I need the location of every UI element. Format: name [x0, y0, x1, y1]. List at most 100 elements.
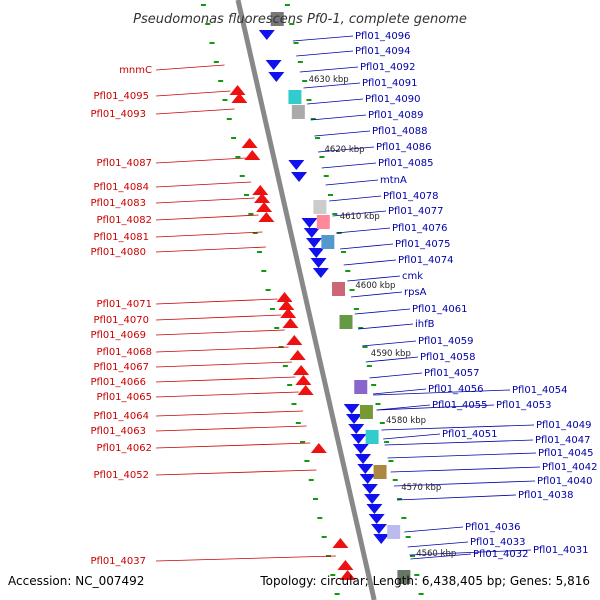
gene-block: [270, 12, 284, 26]
forward-gene-arrow: [256, 202, 273, 212]
left-gene-label: Pfl01_4071: [96, 299, 152, 310]
left-label-leader: [155, 181, 252, 188]
left-label-leader: [155, 376, 296, 383]
right-gene-label: Pfl01_4089: [368, 110, 424, 121]
left-label-leader: [155, 346, 289, 353]
dotted-track-left: [222, 99, 228, 101]
right-label-leader: [321, 162, 377, 169]
right-gene-label: Pfl01_4051: [442, 429, 498, 440]
dotted-track-left: [205, 23, 211, 25]
right-gene-label: Pfl01_4091: [362, 78, 418, 89]
forward-gene-arrow: [297, 385, 314, 395]
dotted-track-left: [200, 4, 206, 6]
reverse-gene-arrow: [357, 464, 374, 474]
left-label-leader: [155, 64, 225, 71]
right-label-leader: [325, 179, 379, 186]
reverse-gene-arrow: [258, 30, 275, 40]
right-label-leader: [384, 439, 534, 446]
gene-features: [229, 12, 411, 584]
right-label-leader: [336, 227, 391, 234]
left-gene-label: Pfl01_4095: [93, 91, 149, 102]
reverse-gene-arrow: [343, 404, 360, 414]
left-label-leader: [155, 391, 299, 398]
right-label-leader: [383, 433, 441, 440]
dotted-track-right: [418, 593, 424, 595]
left-gene-label: Pfl01_4067: [93, 362, 149, 373]
right-label-leader: [292, 35, 354, 42]
forward-gene-arrow: [339, 570, 356, 580]
right-label-leader: [314, 130, 371, 137]
gene-block: [332, 282, 346, 296]
dotted-track-right: [388, 460, 394, 462]
right-label-leader: [381, 424, 535, 431]
dotted-track-right: [340, 251, 346, 253]
right-label-leader: [397, 494, 517, 501]
reverse-gene-arrow: [312, 268, 329, 278]
left-gene-label: Pfl01_4064: [93, 411, 149, 422]
dotted-track-right: [397, 498, 403, 500]
gene-block: [359, 405, 373, 419]
gene-block: [339, 315, 353, 329]
forward-gene-arrow: [295, 375, 312, 385]
right-gene-label: Pfl01_4047: [535, 435, 591, 446]
dotted-track-left: [317, 517, 323, 519]
right-label-leader: [332, 210, 387, 217]
gene-block: [321, 235, 335, 249]
right-gene-label: Pfl01_4088: [372, 126, 428, 137]
gene-block: [387, 525, 401, 539]
right-label-leader: [372, 388, 427, 395]
right-label-leader: [390, 466, 541, 473]
reverse-gene-arrow: [352, 444, 369, 454]
right-gene-label: Pfl01_4042: [542, 462, 598, 473]
dotted-track-right: [319, 156, 325, 158]
dotted-track-right: [349, 289, 355, 291]
gene-block: [365, 430, 379, 444]
left-gene-label: Pfl01_4083: [90, 198, 146, 209]
right-gene-label: Pfl01_4059: [418, 336, 474, 347]
left-gene-label: Pfl01_4065: [96, 392, 152, 403]
dotted-track-left: [274, 327, 280, 329]
dotted-track-left: [300, 441, 306, 443]
left-gene-label: Pfl01_4069: [90, 330, 146, 341]
topology-text: Topology: circular; Length: 6,438,405 bp…: [259, 574, 590, 588]
dotted-track-right: [375, 403, 381, 405]
reverse-gene-arrow: [291, 172, 308, 182]
dotted-track-left: [231, 137, 237, 139]
kbp-scale-label: 4570 kbp: [401, 483, 441, 493]
gene-block: [316, 215, 330, 229]
dotted-track-left: [226, 118, 232, 120]
reverse-gene-arrow: [373, 534, 390, 544]
forward-gene-arrow: [254, 193, 271, 203]
left-label-leader: [155, 157, 246, 164]
reverse-gene-arrow: [364, 494, 381, 504]
right-gene-label: ihfB: [415, 319, 435, 330]
reverse-gene-arrow: [288, 160, 305, 170]
right-gene-label: Pfl01_4053: [496, 400, 552, 411]
forward-gene-arrow: [258, 212, 275, 222]
left-gene-label: Pfl01_4068: [96, 347, 152, 358]
right-label-leader: [296, 50, 354, 57]
dotted-track-left: [213, 61, 219, 63]
forward-gene-arrow: [286, 335, 303, 345]
gene-block: [354, 380, 368, 394]
right-label-leader: [358, 323, 414, 330]
gene-block: [288, 90, 302, 104]
left-label-leader: [155, 329, 285, 336]
left-label-leader: [155, 197, 255, 204]
reverse-gene-arrow: [370, 524, 387, 534]
left-gene-label: Pfl01_4070: [93, 315, 149, 326]
forward-gene-arrow: [337, 560, 354, 570]
left-gene-label: Pfl01_4082: [96, 215, 152, 226]
right-label-leader: [387, 452, 537, 459]
dotted-track-left: [313, 498, 319, 500]
right-label-leader: [350, 291, 403, 298]
map-title: Pseudomonas fluorescens Pf0-1, complete …: [133, 12, 467, 27]
left-label-leader: [155, 314, 282, 321]
left-gene-label: Pfl01_4037: [90, 556, 146, 567]
genome-backbone: [235, 0, 377, 600]
dotted-track-left: [248, 213, 254, 215]
reverse-gene-arrow: [348, 424, 365, 434]
dotted-track-right: [405, 536, 411, 538]
dotted-track-right: [345, 270, 351, 272]
reverse-gene-arrow: [359, 474, 376, 484]
